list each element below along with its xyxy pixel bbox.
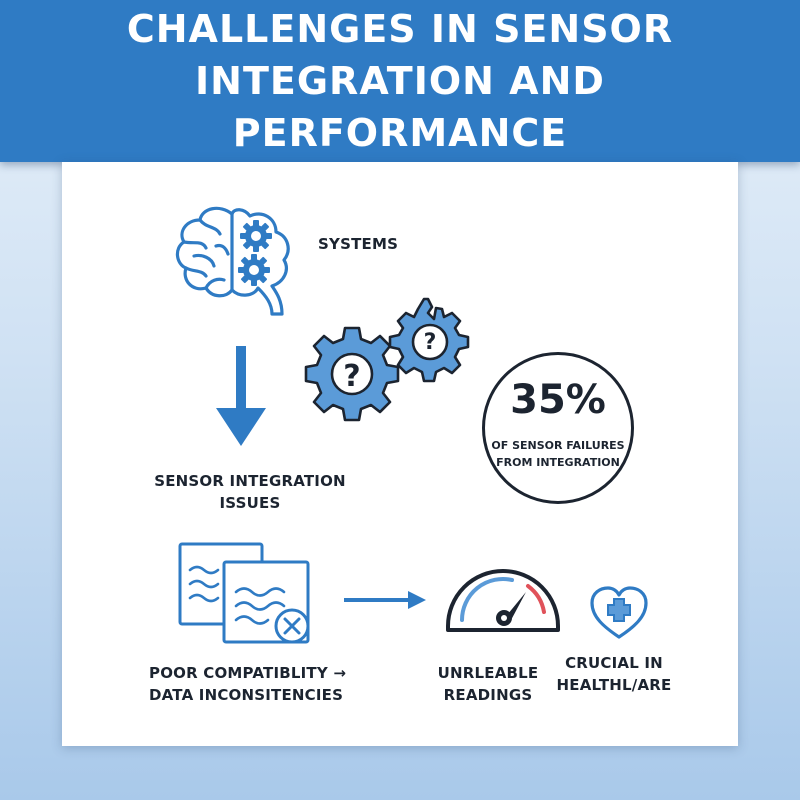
- svg-text:?: ?: [424, 330, 437, 355]
- unreliable-readings-label: UNRLEABLE READINGS: [432, 662, 544, 706]
- compat-line-1: POOR COMPATIBLITY →: [149, 664, 347, 682]
- svg-text:?: ?: [343, 359, 360, 394]
- title-line-1: CHALLENGES IN SENSOR: [126, 7, 674, 51]
- healthcare-label: CRUCIAL IN HEALTHL/ARE: [553, 652, 675, 696]
- stat-caption-line-1: OF SENSOR FAILURES: [491, 439, 625, 452]
- stat-circle: 35% OF SENSOR FAILURES FROM INTEGRATION: [482, 352, 634, 504]
- readings-line-1: UNRLEABLE: [437, 664, 539, 682]
- gauge-icon: [446, 569, 560, 632]
- header-banner: CHALLENGES IN SENSOR INTEGRATION AND PER…: [0, 0, 800, 162]
- systems-label: SYSTEMS: [318, 235, 399, 253]
- stat-value: 35%: [510, 377, 606, 423]
- sensor-integration-issues-label: SENSOR INTEGRATION ISSUES: [150, 470, 350, 514]
- documents-error-icon: [178, 542, 310, 644]
- brain-gears-icon: [175, 206, 290, 316]
- stat-caption: OF SENSOR FAILURES FROM INTEGRATION: [485, 437, 631, 471]
- integration-line-1: SENSOR INTEGRATION: [154, 472, 346, 490]
- title-line-2: INTEGRATION AND PERFORMANCE: [195, 59, 605, 155]
- compat-line-2: DATA INCONSITENCIES: [149, 686, 344, 704]
- compatibility-label: POOR COMPATIBLITY → DATA INCONSITENCIES: [149, 662, 346, 706]
- healthcare-line-1: CRUCIAL IN: [565, 654, 663, 672]
- right-arrow-icon: [344, 591, 426, 609]
- heart-plus-icon: [590, 586, 648, 639]
- page-title: CHALLENGES IN SENSOR INTEGRATION AND PER…: [50, 3, 750, 159]
- healthcare-line-2: HEALTHL/ARE: [556, 676, 672, 694]
- integration-line-2: ISSUES: [219, 494, 281, 512]
- readings-line-2: READINGS: [443, 686, 533, 704]
- down-arrow-icon: [216, 346, 266, 446]
- broken-gears-question-icon: ? ?: [304, 297, 470, 422]
- stat-caption-line-2: FROM INTEGRATION: [496, 456, 620, 469]
